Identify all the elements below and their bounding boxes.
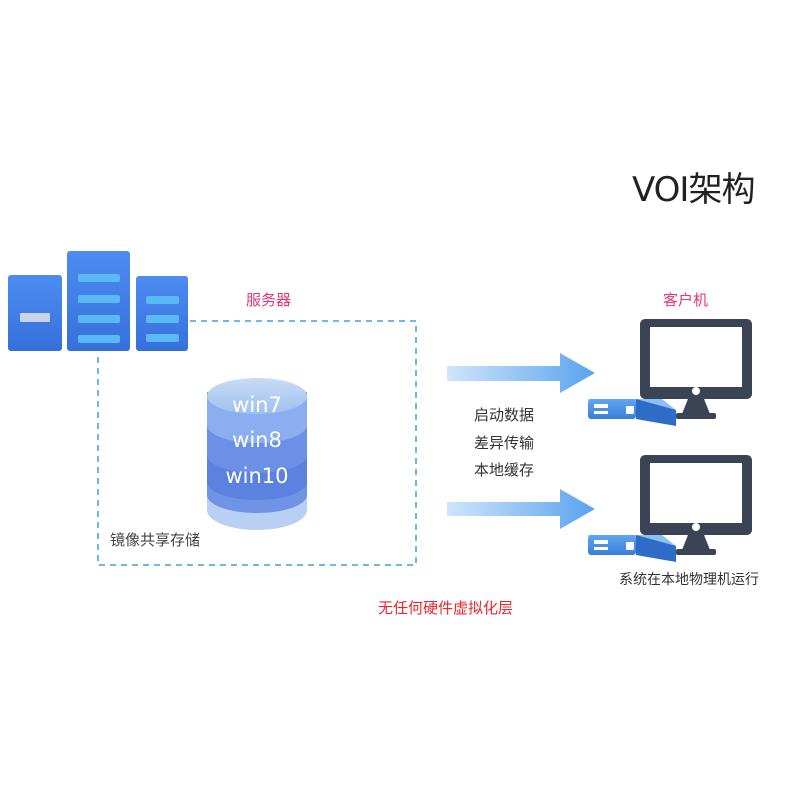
data-line-diff: 差异传输: [474, 434, 535, 452]
page-title: VOI架构: [632, 170, 755, 210]
os-label-win8: win8: [232, 428, 282, 452]
os-label-win10: win10: [225, 464, 288, 488]
server-label: 服务器: [246, 291, 292, 309]
os-label-win7: win7: [232, 393, 282, 417]
storage-label: 镜像共享存储: [110, 531, 201, 549]
data-line-boot: 启动数据: [474, 406, 535, 424]
server-boundary: [97, 320, 417, 566]
no-virtualization-label: 无任何硬件虚拟化层: [378, 599, 514, 617]
mini-pc-icon: [588, 399, 676, 426]
data-line-cache: 本地缓存: [474, 461, 535, 479]
server-icon: [8, 251, 188, 351]
mini-pc-icon: [588, 535, 676, 562]
arrow-right-icon: [447, 353, 595, 393]
monitor-icon: [640, 319, 752, 419]
arrow-right-icon: [447, 489, 595, 529]
database-icon: [207, 378, 307, 530]
local-run-label: 系统在本地物理机运行: [619, 572, 759, 588]
monitor-icon: [640, 455, 752, 555]
client-label: 客户机: [663, 291, 709, 309]
